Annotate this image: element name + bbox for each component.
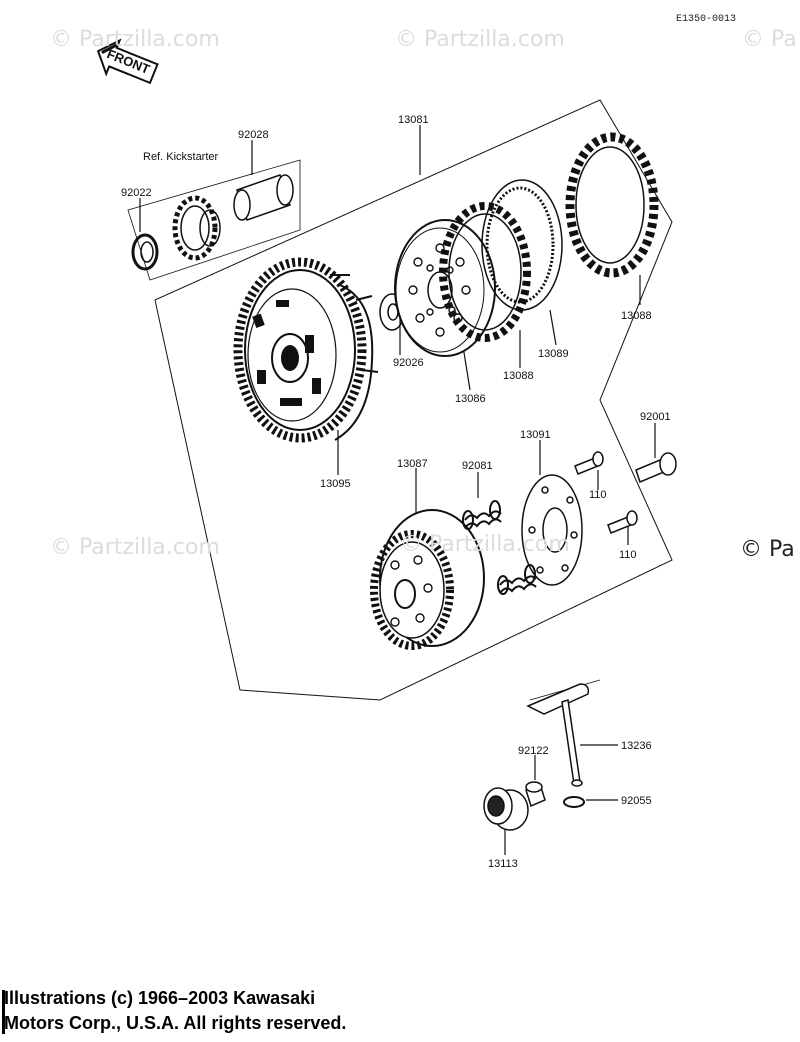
part-label-110-lower: 110 — [619, 549, 637, 561]
diagram-code: E1350-0013 — [676, 14, 737, 25]
footer-bar — [2, 990, 5, 1034]
steel-plate-13089-icon — [481, 179, 563, 311]
clutch-housing-13095-icon — [233, 257, 379, 443]
watermark: © Partzilla.com — [50, 27, 220, 52]
washer-92022-icon — [131, 233, 159, 271]
copyright-line-2: Motors Corp., U.S.A. All rights reserved… — [4, 1013, 347, 1033]
part-label-13086: 13086 — [455, 393, 486, 405]
part-label-110: 110 — [589, 489, 607, 501]
watermark: © Partzilla.com — [395, 27, 565, 52]
friction-plate-13088-icon — [439, 202, 531, 342]
spring-92081-icon — [462, 500, 502, 530]
watermark-edge: © Pa — [740, 537, 795, 562]
part-label-13087: 13087 — [397, 458, 428, 470]
front-arrow-icon — [96, 38, 159, 85]
bushing-13113-icon — [483, 787, 529, 831]
watermark: © Pa — [742, 27, 797, 52]
part-label-92001: 92001 — [640, 411, 671, 423]
part-label-13088-top: 13088 — [621, 310, 652, 322]
sleeve-92028-icon — [233, 174, 294, 221]
part-label-13113: 13113 — [488, 858, 518, 870]
pressure-plate-13091-icon — [521, 474, 583, 586]
release-shaft-13236-icon — [526, 683, 590, 787]
part-label-13089: 13089 — [538, 348, 569, 360]
clutch-hub-13087-icon — [370, 509, 485, 650]
part-label-13081: 13081 — [398, 114, 429, 126]
ref-kickstarter-label: Ref. Kickstarter — [143, 151, 219, 163]
part-label-92122: 92122 — [518, 745, 549, 757]
watermark: © Partzilla.com — [400, 532, 570, 557]
bolt-92001-icon — [635, 452, 677, 484]
bolt-110b-icon — [607, 510, 638, 534]
part-label-92055: 92055 — [621, 795, 652, 807]
friction-plate-13088b-icon — [565, 132, 659, 278]
assembly-outline — [154, 99, 673, 701]
part-label-13091: 13091 — [520, 429, 551, 441]
copyright-line-1: Illustrations (c) 1966–2003 Kawasaki — [4, 988, 316, 1008]
o-ring-92055-icon — [563, 796, 585, 808]
copyright-notice: Illustrations (c) 1966–2003 Kawasaki Mot… — [4, 986, 604, 1036]
part-label-13236: 13236 — [621, 740, 652, 752]
watermark: © Partzilla.com — [50, 535, 220, 560]
part-label-92026: 92026 — [393, 357, 424, 369]
spring-92081b-icon — [497, 564, 537, 595]
part-label-92081: 92081 — [462, 460, 493, 472]
kickstarter-gear-icon — [172, 195, 221, 261]
part-label-92028: 92028 — [238, 129, 269, 141]
part-label-13088: 13088 — [503, 370, 534, 382]
part-label-13095: 13095 — [320, 478, 351, 490]
pin-92122-icon — [525, 781, 546, 808]
bolt-110-icon — [574, 451, 604, 475]
part-label-92022: 92022 — [121, 187, 152, 199]
